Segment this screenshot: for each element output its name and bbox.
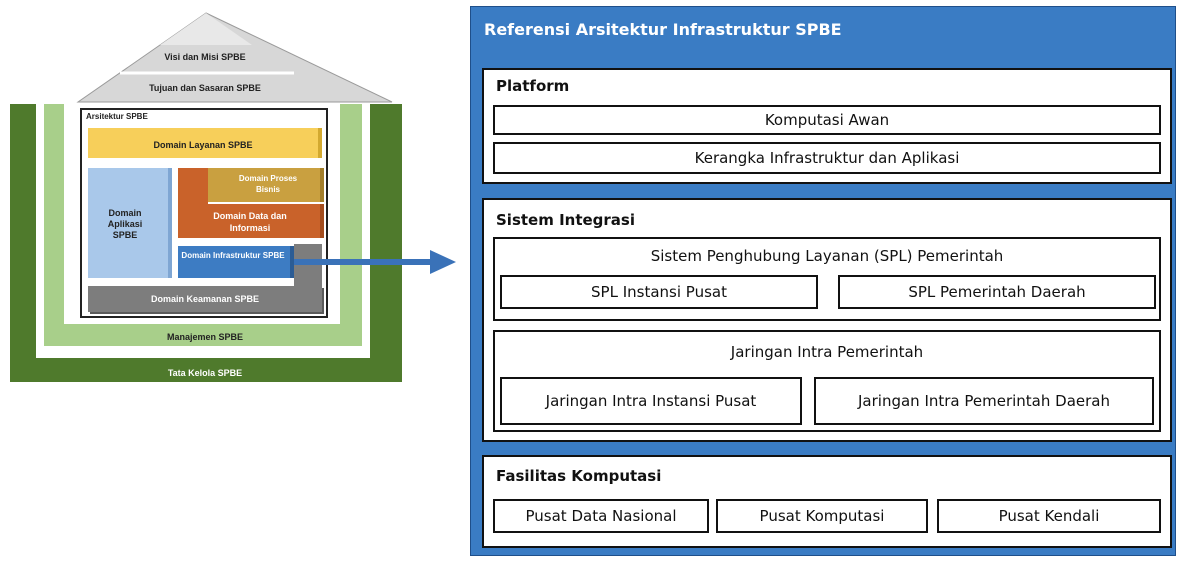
roof-top-label: Visi dan Misi SPBE [164, 52, 246, 62]
domain-aplikasi-label: Domain Aplikasi SPBE [107, 208, 143, 240]
tata-kelola-label: Tata Kelola SPBE [167, 368, 243, 378]
domain-proses-label: Domain Proses Bisnis [238, 174, 298, 194]
integrasi-heading: Sistem Integrasi [496, 211, 635, 229]
domain-data-label: Domain Data dan Informasi [213, 211, 287, 233]
roof-bottom-label: Tujuan dan Sasaran SPBE [149, 83, 261, 93]
kerangka-box: Kerangka Infrastruktur dan Aplikasi [493, 142, 1161, 174]
domain-keamanan-label: Domain Keamanan SPBE [150, 294, 260, 304]
domain-layanan-block [88, 128, 318, 158]
komputasi-awan-box: Komputasi Awan [493, 105, 1161, 135]
domain-aplikasi-block [88, 168, 168, 278]
roof-shape [76, 12, 393, 103]
spl-title: Sistem Penghubung Layanan (SPL) Pemerint… [650, 247, 1004, 265]
fasilitas-heading: Fasilitas Komputasi [496, 467, 662, 485]
jaringan-title: Jaringan Intra Pemerintah [730, 343, 924, 361]
domain-layanan-label: Domain Layanan SPBE [153, 140, 253, 150]
spl-instansi-pusat-box: SPL Instansi Pusat [500, 275, 818, 309]
pusat-kendali-box: Pusat Kendali [937, 499, 1161, 533]
connector-arrow [294, 250, 456, 274]
jaringan-instansi-pusat-box: Jaringan Intra Instansi Pusat [500, 377, 802, 425]
pusat-data-nasional-box: Pusat Data Nasional [493, 499, 709, 533]
spbe-house: Visi dan Misi SPBE Tujuan dan Sasaran SP… [0, 0, 420, 400]
domain-proses-block [208, 168, 320, 202]
domain-keamanan-upright [294, 244, 322, 288]
domain-data-bar [178, 204, 320, 238]
manajemen-label: Manajemen SPBE [166, 332, 244, 342]
arsitektur-label: Arsitektur SPBE [86, 112, 148, 121]
reference-title: Referensi Arsitektur Infrastruktur SPBE [484, 20, 842, 39]
spl-pemerintah-daerah-box: SPL Pemerintah Daerah [838, 275, 1156, 309]
domain-infra-label: Domain Infrastruktur SPBE [181, 251, 285, 260]
domain-infra-block [178, 246, 290, 278]
pusat-komputasi-box: Pusat Komputasi [716, 499, 928, 533]
domain-keamanan-block [88, 286, 322, 312]
jaringan-pemerintah-daerah-box: Jaringan Intra Pemerintah Daerah [814, 377, 1154, 425]
platform-heading: Platform [496, 77, 570, 95]
